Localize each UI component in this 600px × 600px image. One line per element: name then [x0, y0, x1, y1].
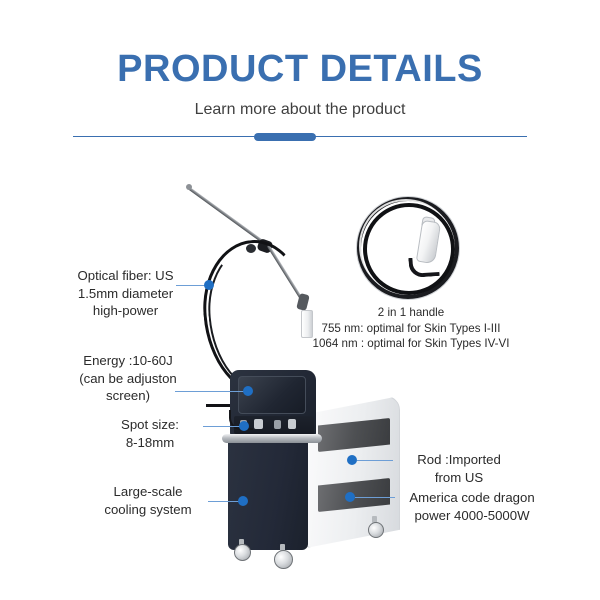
callout-optical-fiber-line-3: high-power — [92, 303, 159, 318]
handle-caption-line-3: 1064 nm : optimal for Skin Types IV-VI — [312, 337, 510, 350]
handle-caption-line-2: 755 nm: optimal for Skin Types I-III — [321, 321, 501, 335]
caster-wheel-3 — [368, 522, 384, 538]
divider-knob — [254, 133, 316, 141]
leader-line-rod — [357, 460, 393, 462]
caster-leg-3 — [372, 516, 377, 523]
caster-wheel-2 — [274, 550, 293, 569]
caster-leg-1 — [239, 539, 244, 546]
coiled-cable-inner-icon — [363, 203, 455, 295]
leader-line-energy — [175, 391, 245, 393]
callout-energy-line-2: (can be adjuston — [79, 370, 177, 386]
callout-cooling-line-2: cooling system — [104, 501, 192, 517]
callout-power-line-1: America code dragon — [409, 490, 535, 505]
handle-illustration: 2 in 1 handle 755 nm: optimal for Skin T… — [313, 193, 509, 350]
callout-spot-size-line-2: 8-18mm — [125, 434, 175, 450]
callout-dot-energy — [243, 386, 253, 396]
page-subtitle: Learn more about the product — [194, 101, 406, 118]
callout-dot-optical-fiber — [204, 280, 214, 290]
callout-rod-line-2: from US — [434, 469, 484, 485]
header: PRODUCT DETAILS Learn more about the pro… — [0, 0, 600, 150]
callout-power-line-2: power 4000-5000W — [414, 507, 530, 523]
callout-dot-rod — [347, 455, 357, 465]
callout-optical-fiber-line-2: 1.5mm diameter — [77, 285, 174, 301]
panel-connector-3-icon — [274, 420, 281, 429]
callout-spot-size-line-1: Spot size: — [121, 417, 179, 432]
leader-line-cooling-system — [208, 501, 240, 503]
callout-energy-line-3: screen) — [106, 388, 150, 403]
machine-chrome-handlebar — [222, 434, 322, 443]
machine-front-panel — [228, 440, 308, 550]
panel-connector-4-icon — [288, 419, 296, 429]
callout-energy-line-1: Energy :10-60J — [83, 353, 173, 368]
callout-spot-size: Spot size: 8-18mm — [100, 416, 200, 451]
handle-caption-line-1: 2 in 1 handle — [377, 306, 445, 319]
leader-line-optical-fiber — [176, 285, 206, 287]
header-divider — [73, 133, 527, 141]
callout-dot-cooling-system — [238, 496, 248, 506]
caster-leg-2 — [280, 544, 285, 551]
callout-dot-spot-size — [239, 421, 249, 431]
handle-caption: 2 in 1 handle 755 nm: optimal for Skin T… — [308, 305, 514, 352]
callout-dot-power — [345, 492, 355, 502]
callout-rod-line-1: Rod :Imported — [417, 452, 501, 467]
leader-line-spot-size — [203, 426, 241, 428]
arm-white-post-icon — [301, 310, 313, 338]
callout-rod: Rod :Imported from US — [396, 451, 522, 486]
articulated-arm-rod-icon — [187, 186, 267, 246]
callout-optical-fiber: Optical fiber: US 1.5mm diameter high-po… — [58, 267, 193, 320]
panel-connector-2-icon — [254, 419, 263, 429]
laser-machine-illustration — [182, 182, 402, 572]
callout-power: America code dragon power 4000-5000W — [396, 489, 548, 524]
page-title: PRODUCT DETAILS — [117, 48, 483, 90]
caster-wheel-1 — [234, 544, 251, 561]
leader-line-power — [355, 497, 395, 499]
callout-cooling-line-1: Large-scale — [113, 484, 183, 499]
callout-cooling-system: Large-scale cooling system — [84, 483, 212, 518]
callout-optical-fiber-line-1: Optical fiber: US — [77, 268, 174, 283]
arm-joint-secondary-icon — [246, 244, 256, 253]
callout-energy: Energy :10-60J (can be adjuston screen) — [62, 352, 194, 405]
articulated-arm-tip-icon — [186, 184, 192, 190]
